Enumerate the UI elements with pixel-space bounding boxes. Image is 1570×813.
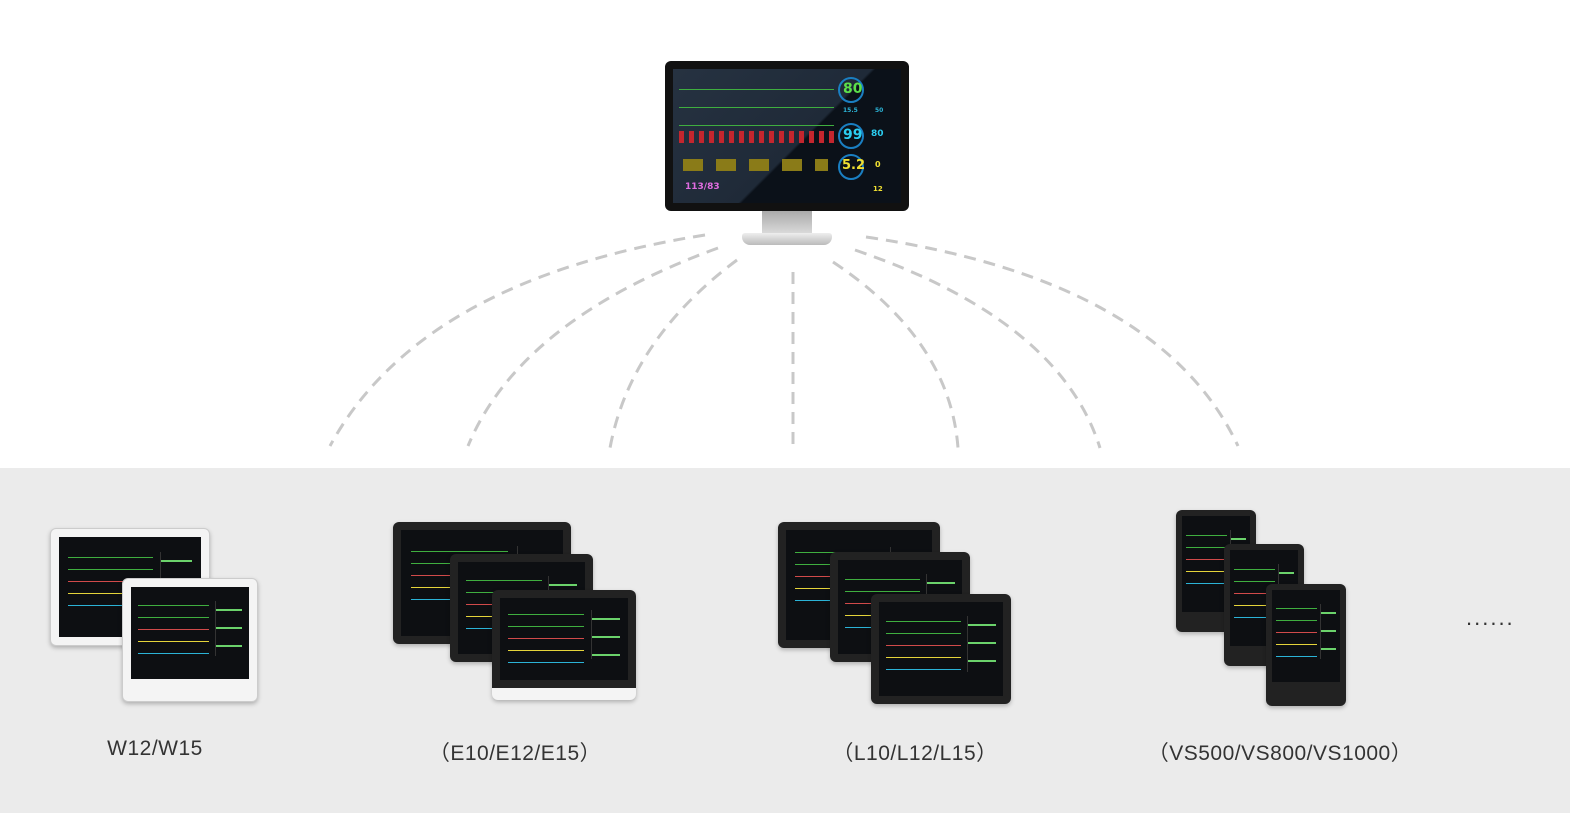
device-e10 (492, 590, 636, 700)
connection-line (854, 248, 1102, 449)
connection-line (466, 246, 719, 447)
connection-line (608, 258, 738, 449)
etco2-value: 5.2 (842, 158, 866, 173)
sub-value: 50 (875, 107, 884, 114)
connection-line (832, 260, 960, 449)
monitor-stand (762, 211, 812, 235)
device-w15 (122, 578, 258, 702)
pleth-wave (679, 131, 834, 143)
connection-line (865, 235, 1240, 447)
co2-wave (683, 159, 828, 171)
device-label-e: （E10/E12/E15） (428, 742, 602, 765)
sub-value: 15.5 (843, 107, 858, 114)
device-label-vs: （VS500/VS800/VS1000） (1147, 742, 1413, 765)
pr-value: 80 (871, 129, 884, 139)
device-label-l: （L10/L12/L15） (832, 742, 998, 765)
resp-value: 12 (873, 185, 883, 193)
co2-sub-value: 0 (875, 160, 881, 169)
nibp-value: 113/83 (685, 182, 720, 192)
more-devices-ellipsis: ...... (1466, 605, 1515, 630)
device-label-w: W12/W15 (107, 737, 203, 760)
heart-rate-value: 80 (843, 81, 863, 97)
spo2-value: 99 (843, 127, 863, 143)
connection-lines (328, 233, 1240, 452)
central-station-monitor: 80 15.5 50 99 80 5.2 0 113/83 12 (665, 61, 909, 211)
connection-line (328, 233, 706, 447)
device-l10 (871, 594, 1011, 704)
monitor-base (742, 233, 832, 245)
device-vs500 (1266, 584, 1346, 706)
central-screen: 80 15.5 50 99 80 5.2 0 113/83 12 (673, 69, 901, 203)
